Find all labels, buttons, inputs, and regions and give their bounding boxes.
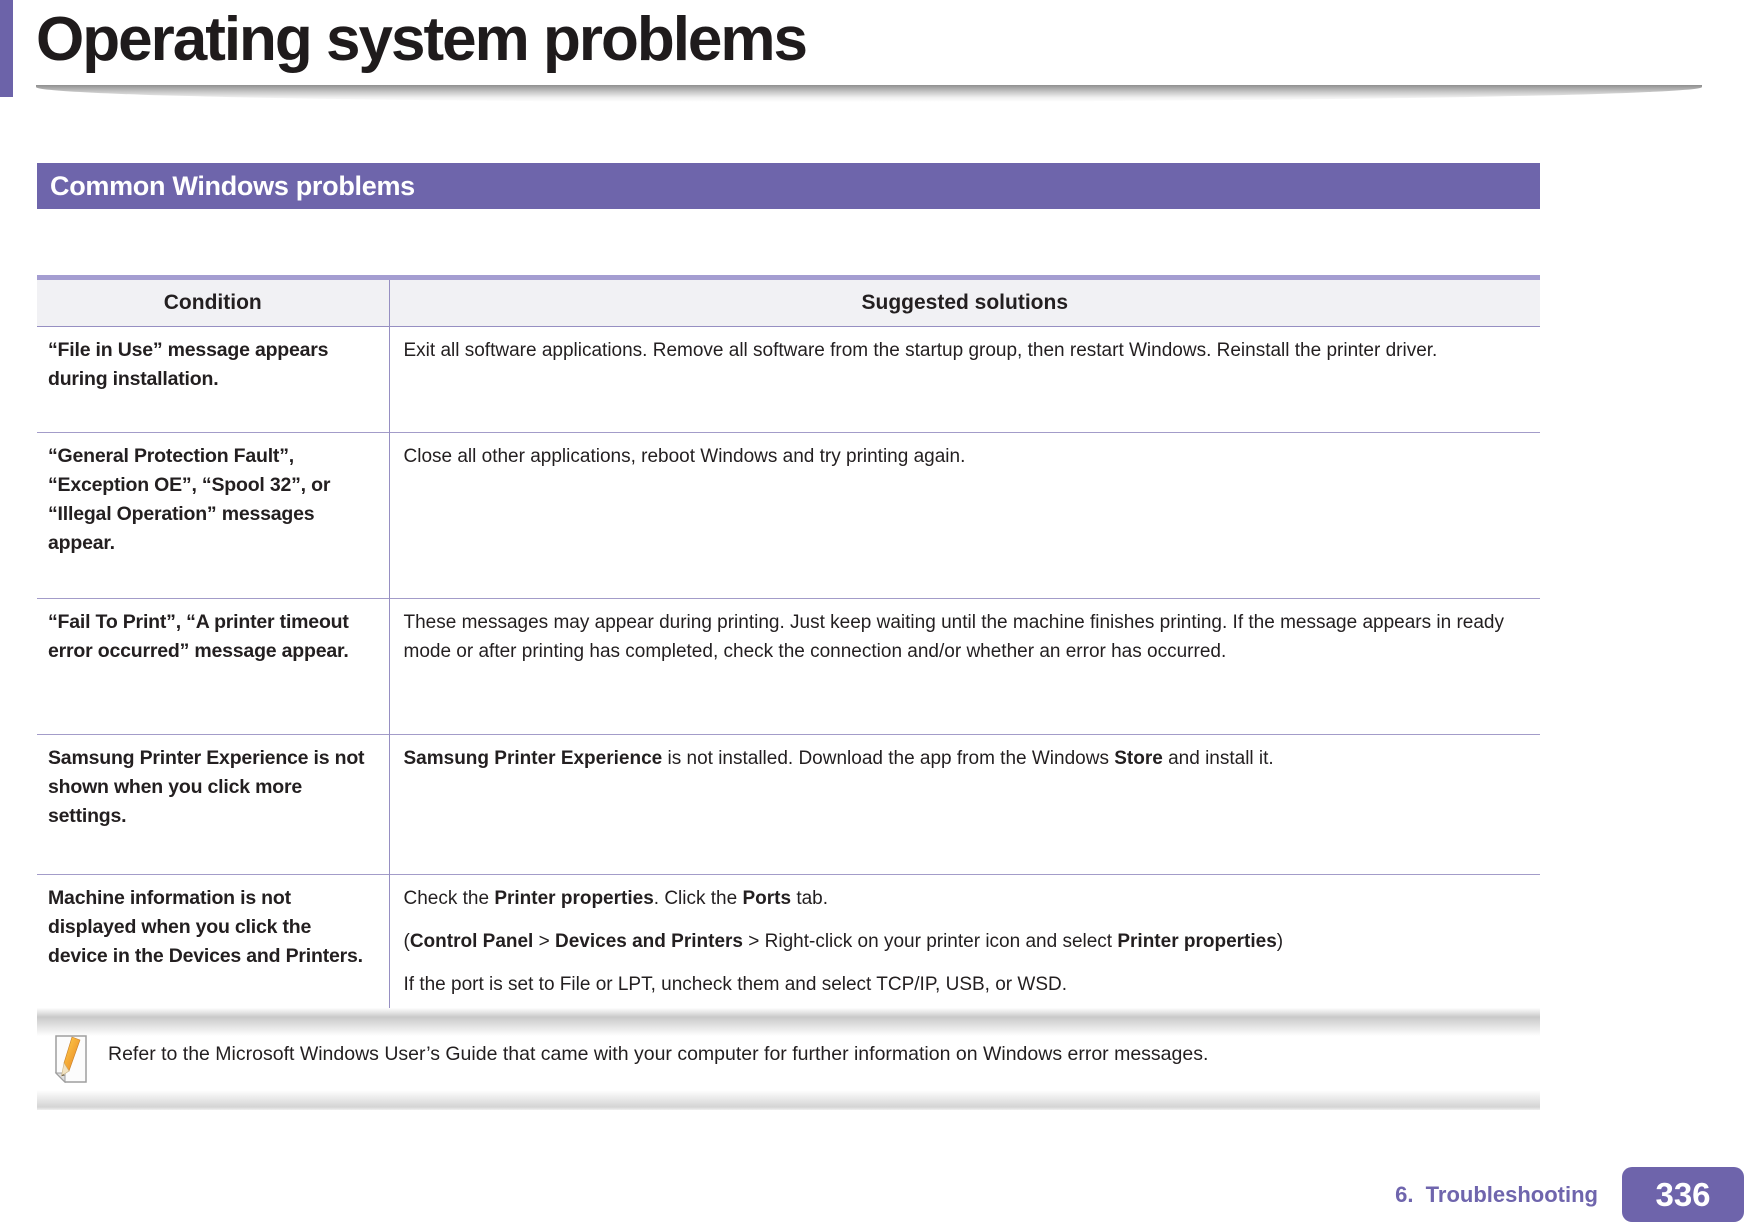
section-header: Common Windows problems bbox=[37, 163, 1540, 209]
condition-cell: Samsung Printer Experience is not shown … bbox=[37, 734, 389, 875]
header-divider-swoosh bbox=[36, 85, 1702, 102]
solution-cell: Exit all software applications. Remove a… bbox=[388, 326, 1540, 433]
note-box: Refer to the Microsoft Windows User’s Gu… bbox=[37, 1008, 1540, 1110]
table-row: “General Protection Fault”, “Exception O… bbox=[37, 432, 1540, 599]
column-header-solutions: Suggested solutions bbox=[388, 277, 1540, 327]
solution-cell: Samsung Printer Experience is not instal… bbox=[388, 734, 1540, 875]
footer-chapter: 6. Troubleshooting bbox=[1395, 1181, 1598, 1207]
condition-cell: “Fail To Print”, “A printer timeout erro… bbox=[37, 598, 389, 735]
table-row: “Fail To Print”, “A printer timeout erro… bbox=[37, 598, 1540, 735]
column-header-condition: Condition bbox=[37, 277, 389, 327]
footer: 6. Troubleshooting 336 bbox=[1395, 1167, 1744, 1222]
condition-cell: “General Protection Fault”, “Exception O… bbox=[37, 432, 389, 599]
page-title: Operating system problems bbox=[36, 5, 808, 74]
pencil-page-icon bbox=[54, 1035, 87, 1083]
left-accent-bar bbox=[0, 0, 13, 97]
table-header-row: Condition Suggested solutions bbox=[37, 277, 1540, 327]
page-number-badge: 336 bbox=[1622, 1167, 1744, 1222]
solution-cell: These messages may appear during printin… bbox=[388, 598, 1540, 735]
condition-cell: “File in Use” message appears during ins… bbox=[37, 326, 389, 433]
solution-cell: Close all other applications, reboot Win… bbox=[388, 432, 1540, 599]
section-title: Common Windows problems bbox=[50, 170, 415, 201]
note-text: Refer to the Microsoft Windows User’s Gu… bbox=[108, 1042, 1209, 1065]
problems-table: Condition Suggested solutions “File in U… bbox=[37, 275, 1540, 1069]
table-row: “File in Use” message appears during ins… bbox=[37, 326, 1540, 433]
table-row: Samsung Printer Experience is not shown … bbox=[37, 734, 1540, 875]
